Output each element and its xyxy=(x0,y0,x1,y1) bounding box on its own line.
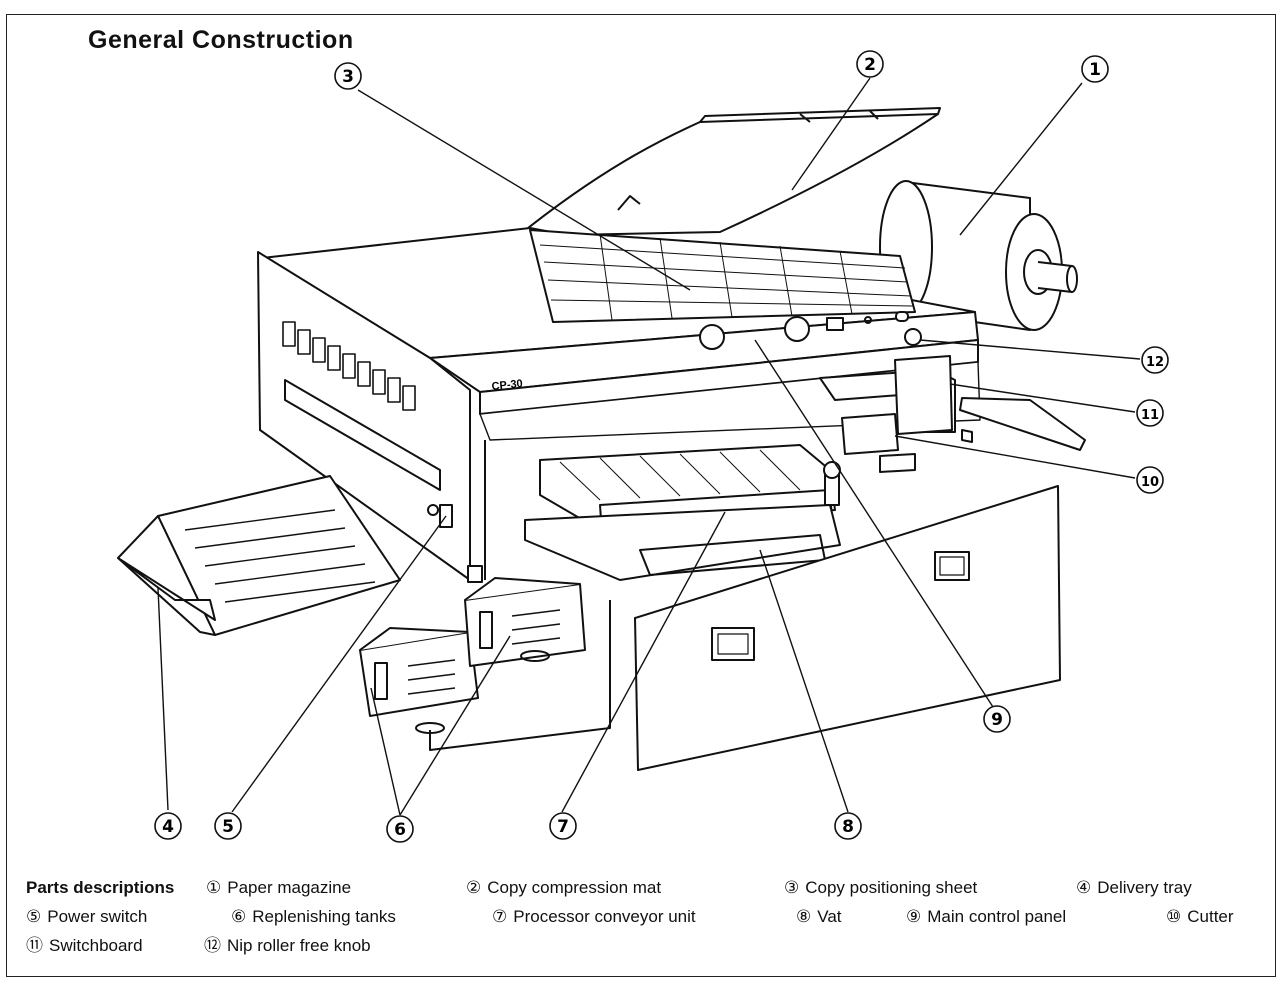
copy-compression-mat xyxy=(517,107,941,237)
leader-10 xyxy=(894,435,1136,479)
leader-12 xyxy=(919,339,1141,360)
callouts: 1 2 3 4 5 6 7 8 xyxy=(154,50,1169,843)
leader-3 xyxy=(357,89,691,291)
machine-nameplate: CP-30 xyxy=(491,378,523,393)
callout-7: 7 xyxy=(549,812,577,840)
callout-11: 11 xyxy=(1136,399,1164,427)
leader-9 xyxy=(754,339,994,708)
callout-4: 4 xyxy=(154,812,182,840)
lower-cabinet xyxy=(634,485,1061,771)
callout-2: 2 xyxy=(856,50,884,78)
callout-1-label: 1 xyxy=(1089,60,1101,80)
figure-title: General Construction xyxy=(88,26,354,54)
callout-6-label: 6 xyxy=(394,820,406,840)
callout-1: 1 xyxy=(1081,55,1109,83)
leader-1 xyxy=(959,82,1083,236)
callout-10-label: 10 xyxy=(1141,475,1159,490)
callout-12: 12 xyxy=(1141,346,1169,374)
paper-magazine-roll xyxy=(879,180,1078,331)
leader-5 xyxy=(231,515,447,813)
callout-11-label: 11 xyxy=(1141,408,1159,423)
callout-6: 6 xyxy=(386,815,414,843)
callout-2-label: 2 xyxy=(864,55,876,75)
callout-12-label: 12 xyxy=(1146,355,1164,370)
callout-8: 8 xyxy=(834,812,862,840)
switchboard-cutter xyxy=(819,355,1086,473)
leader-7 xyxy=(561,511,726,813)
leader-6a xyxy=(370,687,401,816)
leader-6b xyxy=(399,635,511,816)
callout-5-label: 5 xyxy=(222,817,234,837)
callout-8-label: 8 xyxy=(842,817,854,837)
leader-8 xyxy=(759,549,849,813)
callout-3: 3 xyxy=(334,62,362,90)
callout-3-label: 3 xyxy=(342,67,354,87)
leader-11 xyxy=(949,383,1136,413)
machine-drawing: 1 2 3 4 5 6 7 8 xyxy=(117,50,1169,843)
callout-10: 10 xyxy=(1136,466,1164,494)
replenishing-tanks xyxy=(359,577,611,751)
callout-9-label: 9 xyxy=(991,710,1003,730)
callout-9: 9 xyxy=(983,705,1011,733)
leader-2 xyxy=(791,77,871,191)
legend-heading: Parts descriptions xyxy=(26,878,175,897)
callout-7-label: 7 xyxy=(557,817,569,837)
delivery-tray xyxy=(117,475,401,636)
leader-4 xyxy=(157,587,169,811)
callout-4-label: 4 xyxy=(162,817,174,837)
figure-frame xyxy=(6,14,1276,977)
callout-5: 5 xyxy=(214,812,242,840)
